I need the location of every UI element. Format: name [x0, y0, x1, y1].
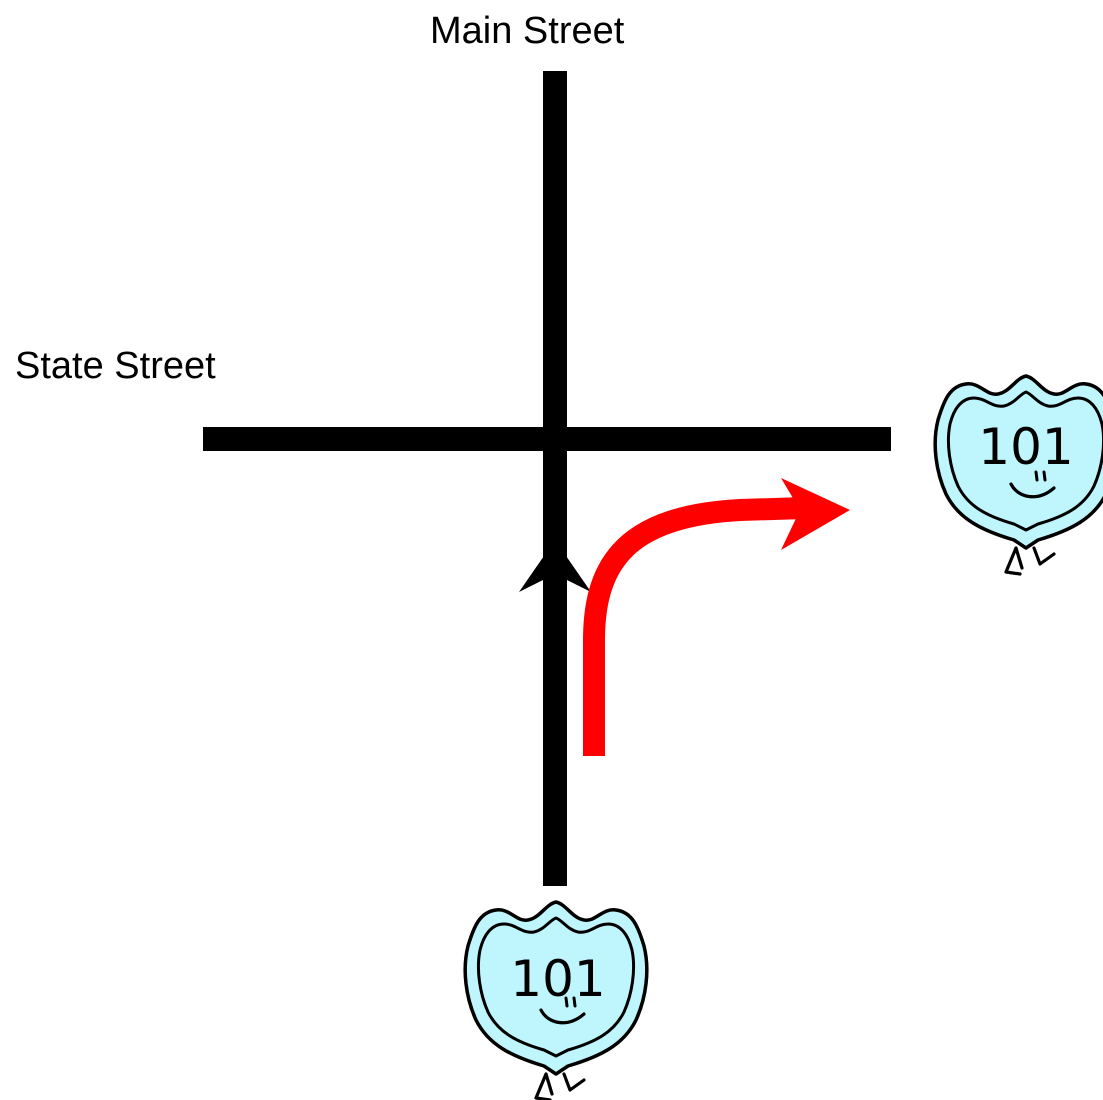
right-turn-route-line: [583, 497, 806, 756]
arrow-up-icon: [519, 540, 591, 592]
shield-number-right: 101: [978, 418, 1073, 476]
main-street-road: [543, 71, 567, 886]
highway-shield-icon-bottom: 101: [463, 900, 649, 1100]
main-street-label: Main Street: [430, 10, 625, 52]
state-street-road: [203, 427, 891, 451]
right-turn-arrow-icon: [781, 478, 850, 550]
shield-number-bottom: 101: [510, 950, 605, 1008]
state-street-label: State Street: [15, 345, 216, 387]
highway-shield-icon-right: 101: [933, 374, 1103, 576]
